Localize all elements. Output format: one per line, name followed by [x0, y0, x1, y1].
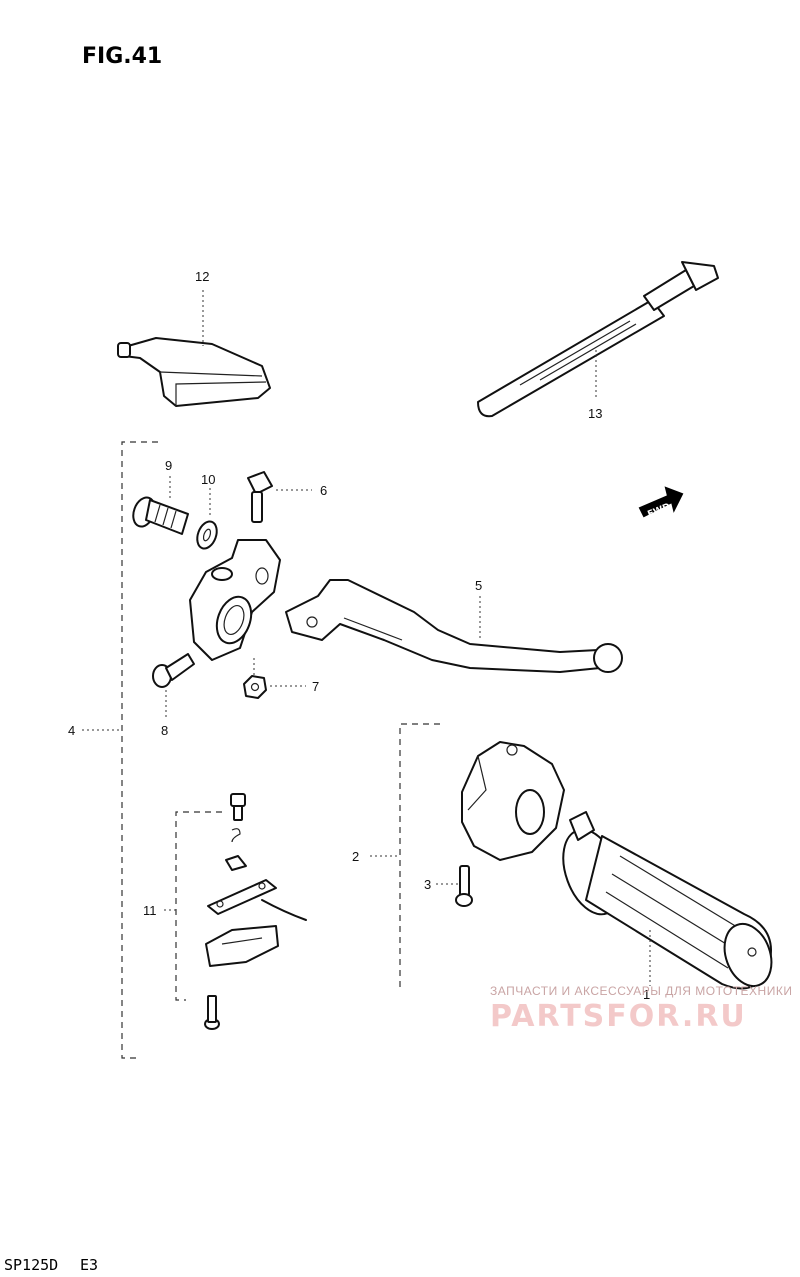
part-5-clutch-lever	[285, 579, 623, 673]
part-3-screw	[455, 865, 473, 907]
callout-7: 7	[312, 679, 319, 694]
watermark-tagline: ЗАПЧАСТИ И АКСЕССУАРЫ ДЛЯ МОТОТЕХНИКИ	[490, 984, 792, 998]
callout-3: 3	[424, 877, 431, 892]
callout-12: 12	[195, 269, 209, 284]
watermark-site: PARTSFOR.RU	[490, 999, 747, 1034]
part-13-cable-tie	[477, 261, 719, 418]
bracket-assembly-11	[175, 811, 222, 1001]
part-7-nut	[243, 675, 267, 699]
callout-2: 2	[352, 849, 359, 864]
part-1-grip	[562, 811, 773, 990]
callout-6: 6	[320, 483, 327, 498]
part-9-bolt	[132, 496, 189, 535]
part-11-switch-screw-top	[225, 793, 247, 871]
callout-11: 11	[143, 903, 157, 918]
part-8-screw	[152, 653, 195, 688]
part-lever-holder	[189, 539, 281, 661]
callout-8: 8	[161, 723, 168, 738]
callout-13: 13	[588, 406, 602, 421]
callout-1: 1	[643, 987, 650, 1002]
figure-title: FIG.41	[82, 44, 162, 69]
callout-5: 5	[475, 578, 482, 593]
region-code: E3	[80, 1256, 98, 1274]
part-11-switch-screw-bottom	[204, 995, 220, 1030]
part-throttle-housing	[461, 741, 565, 861]
bracket-assembly-4	[121, 441, 158, 1059]
callout-10: 10	[201, 472, 215, 487]
part-11-switch-plate	[207, 879, 307, 921]
fwd-arrow-icon: FWD	[638, 486, 684, 520]
part-11-switch-housing	[205, 925, 279, 967]
part-12-lever-cover	[117, 337, 271, 407]
model-code: SP125D	[4, 1256, 58, 1274]
callout-9: 9	[165, 458, 172, 473]
callout-4: 4	[68, 723, 75, 738]
bracket-assembly-2	[399, 723, 440, 990]
part-6-pivot-bolt	[247, 471, 273, 523]
part-10-washer	[196, 520, 218, 550]
